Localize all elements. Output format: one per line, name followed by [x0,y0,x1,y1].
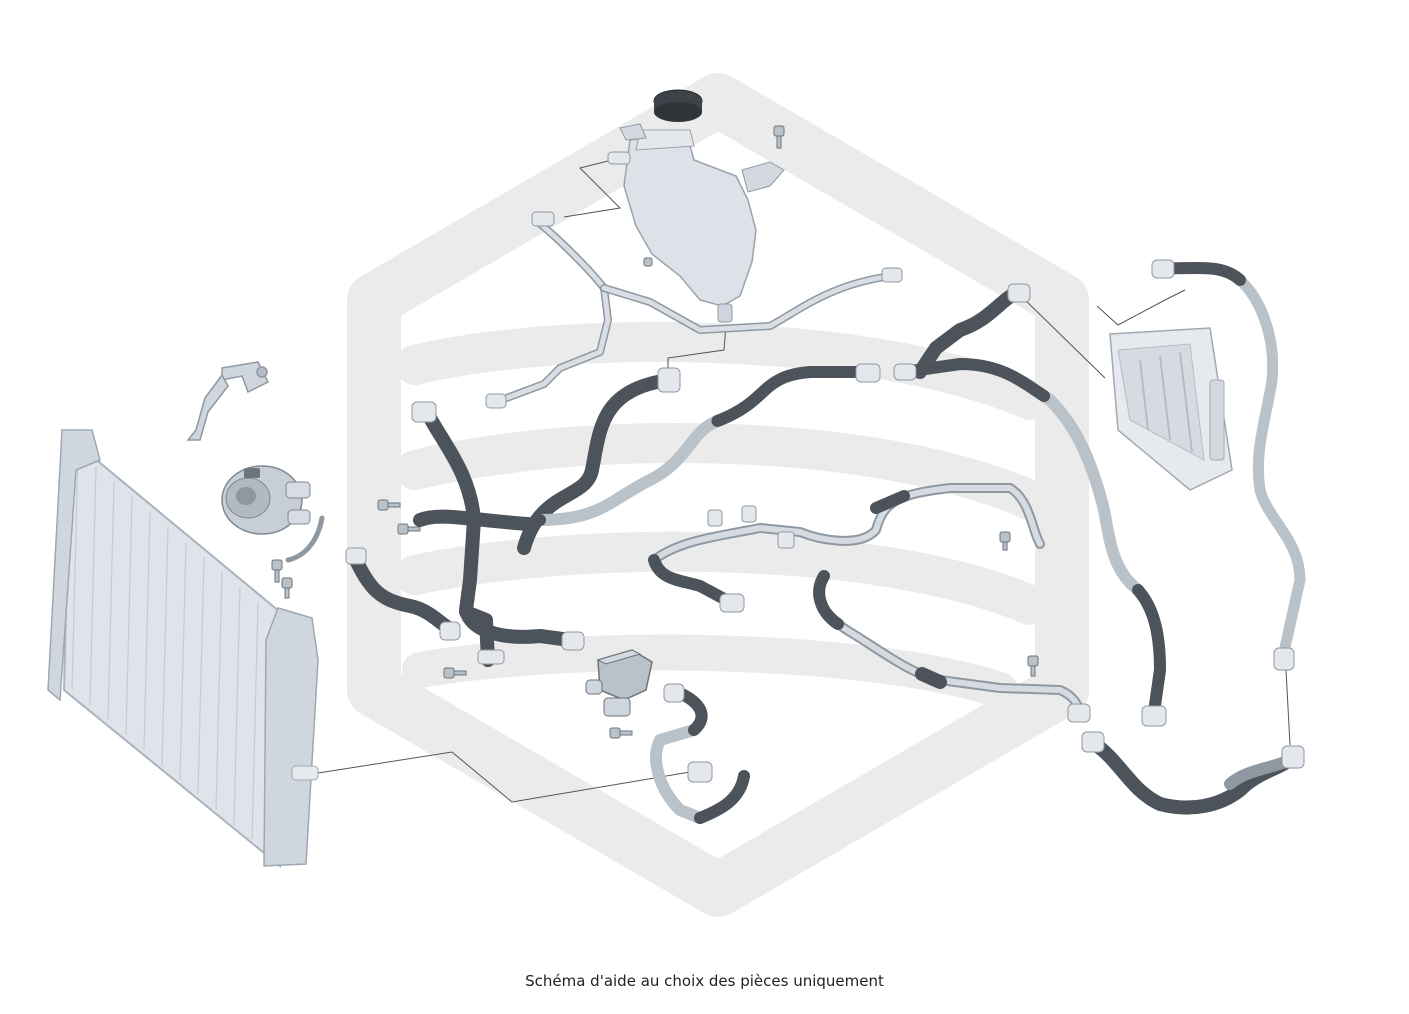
screw-icon [397,523,421,535]
screw-icon [1027,655,1039,677]
pump-strap[interactable] [285,515,325,563]
radiator[interactable] [47,429,319,869]
screw-icon [773,125,785,149]
screw-icon [281,577,293,599]
radiator-bracket[interactable] [186,361,270,441]
leader-lines [317,159,1291,803]
tank-bleed-line[interactable] [600,267,903,334]
screw-icon [271,559,283,583]
leader-module-to-hose-2 [1019,294,1106,379]
leader-module-to-hose [1096,289,1186,326]
expansion-tank-cap[interactable] [653,89,703,122]
screws[interactable] [271,125,1039,739]
right-outer-hose[interactable] [1151,259,1306,671]
lower-right-hose[interactable] [1081,731,1305,815]
heater-hose-loop[interactable] [650,683,750,824]
screw-icon [609,727,633,739]
center-lower-pipe[interactable] [813,570,1091,723]
electric-water-pump[interactable] [221,465,311,535]
leader-right-hose-link [1285,669,1291,746]
heater-control-valve[interactable] [585,649,653,717]
diagram-caption: Schéma d'aide au choix des pièces unique… [525,972,884,990]
right-return-hose[interactable] [893,283,1167,727]
heat-exchanger-module[interactable] [1109,327,1233,491]
leader-tank-to-elbow [667,324,727,370]
expansion-tank[interactable] [607,123,785,323]
center-distribution-pipe[interactable] [648,483,1045,613]
screw-icon [999,531,1011,551]
tank-vent-line[interactable] [485,211,612,409]
leader-radiator-to-heater-hose [317,751,691,803]
screw-icon [377,499,401,511]
screw-icon [443,667,467,679]
screw-icon [643,257,653,267]
leader-tank-to-vent-line [563,159,622,218]
lower-coolant-hose[interactable] [345,401,585,667]
upper-coolant-hose[interactable] [517,363,881,555]
